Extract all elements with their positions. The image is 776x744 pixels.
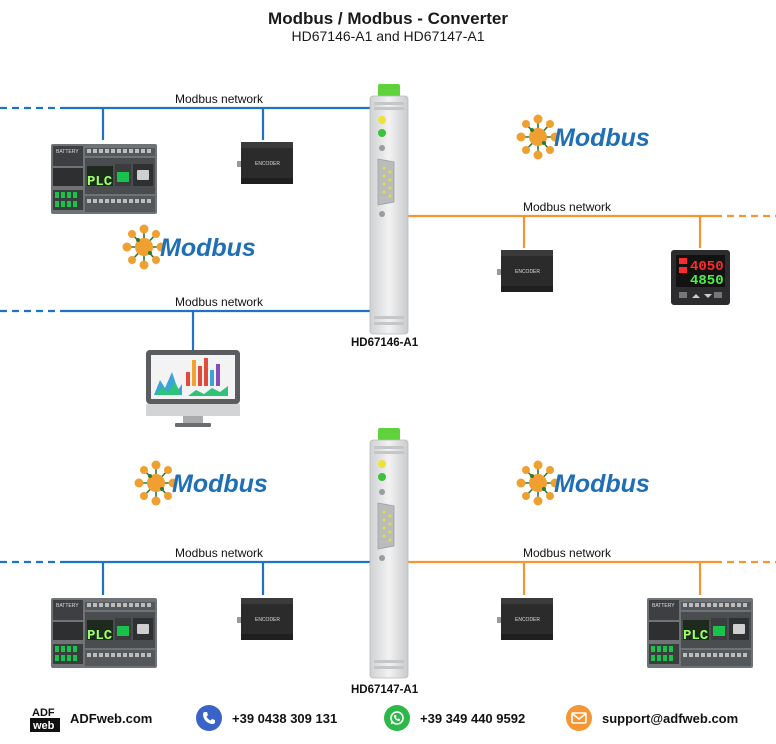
network-label-top-right: Modbus network [523, 200, 612, 214]
encoder-label: ENCODER [515, 617, 540, 623]
converter-label-bottom: HD67147-A1 [351, 684, 419, 696]
encoder-bottom-left: ENCODER [237, 598, 293, 640]
adfweb-logo: ADF web [30, 704, 60, 732]
whatsapp-number[interactable]: +39 349 440 9592 [420, 710, 526, 726]
modbus-logo-bottom-right: Modbus [515, 459, 650, 507]
converter-label-top: HD67146-A1 [351, 337, 419, 349]
encoder-top-right: ENCODER [497, 250, 553, 292]
footer-phone[interactable]: +39 0438 309 131 [196, 700, 337, 736]
monitor [146, 350, 240, 427]
brand-link[interactable]: ADFweb.com [70, 710, 153, 726]
whatsapp-icon [384, 705, 410, 731]
battery-label: BATTERY [652, 603, 675, 609]
modbus-logo-bottom-left: Modbus [133, 459, 268, 507]
modbus-logo-text: Modbus [160, 234, 256, 262]
modbus-logo-top-left: Modbus [121, 223, 256, 271]
battery-label: BATTERY [56, 149, 79, 155]
blue-network-lower [0, 309, 370, 350]
footer-whatsapp[interactable]: +39 349 440 9592 [384, 700, 525, 736]
orange-network-bottom [408, 560, 776, 595]
encoder-label: ENCODER [255, 161, 280, 167]
plc-display: PLC [683, 628, 709, 644]
modbus-logo-text: Modbus [172, 470, 268, 498]
network-diagram: Modbus network Modbus network Modbus net… [0, 83, 776, 696]
display-value-top: 4050 [690, 259, 724, 275]
battery-label: BATTERY [56, 603, 79, 609]
footer-brand[interactable]: ADF web ADFweb.com [30, 700, 152, 736]
adfweb-logo-top: ADF [32, 707, 55, 719]
plc-display: PLC [87, 174, 113, 190]
encoder-label: ENCODER [515, 269, 540, 275]
page-title: Modbus / Modbus - Converter [268, 9, 508, 28]
orange-network-top [408, 214, 776, 248]
network-label-bottom-left: Modbus network [175, 546, 264, 560]
adfweb-logo-bottom: web [32, 720, 55, 732]
network-label-top-left: Modbus network [175, 92, 264, 106]
page-subtitle: HD67146-A1 and HD67147-A1 [291, 28, 485, 44]
converter-hd67146 [369, 83, 409, 335]
phone-number[interactable]: +39 0438 309 131 [232, 710, 338, 726]
display-value-bottom: 4850 [690, 273, 724, 289]
plc-top-left: PLC BATTERY [51, 144, 157, 214]
network-label-bottom-right: Modbus network [523, 546, 612, 560]
email-address[interactable]: support@adfweb.com [602, 710, 739, 726]
phone-icon [196, 705, 222, 731]
blue-network-upper [0, 106, 370, 140]
footer: ADF web ADFweb.com +39 0438 309 131 +39 … [0, 700, 776, 736]
encoder-top-left: ENCODER [237, 142, 293, 184]
footer-email[interactable]: support@adfweb.com [566, 700, 738, 736]
plc-bottom-left: PLC BATTERY [51, 598, 157, 668]
network-label-middle-left: Modbus network [175, 295, 264, 309]
plc-bottom-right: PLC BATTERY [647, 598, 753, 668]
plc-display: PLC [87, 628, 113, 644]
modbus-logo-top-right: Modbus [515, 113, 650, 161]
modbus-logo-text: Modbus [554, 124, 650, 152]
modbus-logo-text: Modbus [554, 470, 650, 498]
encoder-bottom-right: ENCODER [497, 598, 553, 640]
blue-network-bottom [0, 560, 370, 595]
panel-display: 4050 4850 [671, 250, 730, 305]
email-icon [566, 705, 592, 731]
encoder-label: ENCODER [255, 617, 280, 623]
converter-hd67147 [369, 427, 409, 679]
